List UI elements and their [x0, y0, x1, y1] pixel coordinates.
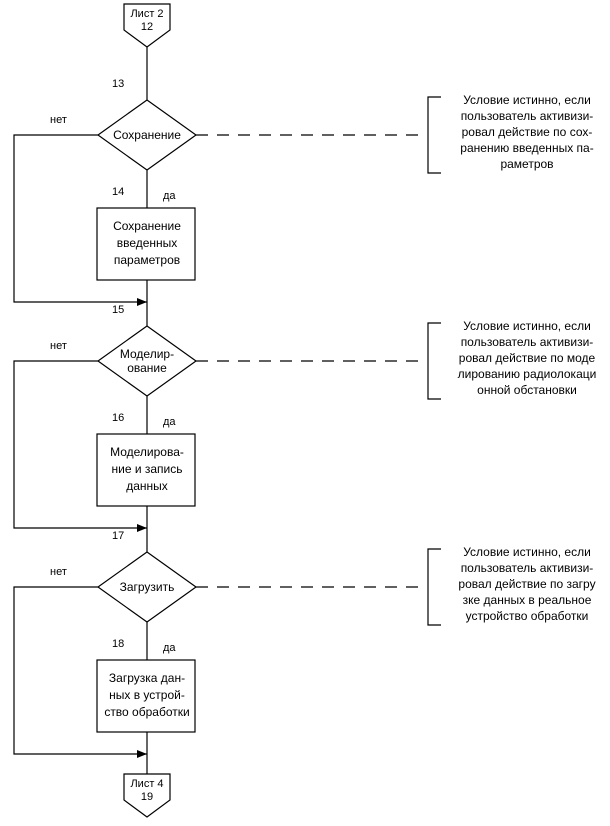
step-number: 14 [112, 186, 124, 198]
branch-yes-label: да [163, 642, 176, 654]
connector-bottom: Лист 4 19 [123, 773, 171, 818]
no-branch-line [13, 586, 147, 758]
step-number: 15 [112, 304, 124, 316]
annotation-bracket [427, 548, 441, 626]
annotation-text: Условие истинно, если [463, 319, 591, 333]
annotation-text: пользователь активизи- [461, 335, 594, 349]
annotation-text: ровал действие по моде [459, 351, 596, 365]
decision-label: Сохранение [113, 128, 181, 142]
no-branch-line [13, 360, 147, 532]
decision-label: Моделир- [120, 347, 174, 361]
annotation-text: зке данных в реальное [463, 593, 592, 607]
process-label: Сохранение [113, 219, 181, 233]
annotation-bracket [427, 322, 441, 400]
step-number: 16 [112, 412, 124, 424]
process-label: Загрузка дан- [109, 671, 185, 685]
annotation-text: пользователь активизи- [461, 109, 594, 123]
connector-bottom-sheet: Лист 4 [130, 778, 163, 790]
connector-top: Лист 2 12 [123, 3, 171, 48]
process-box [96, 207, 196, 281]
process-box [96, 433, 196, 507]
decision-label: ование [127, 361, 167, 375]
process-label: ных в устрой- [109, 688, 185, 702]
annotation-text: устройство обработки [466, 609, 589, 623]
decision-label: Загрузить [120, 580, 175, 594]
branch-no-label: нет [50, 114, 67, 126]
annotation-text: ровал действие по загру [458, 577, 595, 591]
annotation-text: пользователь активизи- [461, 561, 594, 575]
no-branch-line [13, 134, 147, 306]
annotation-text: ровал действие по сох- [462, 125, 593, 139]
annotation-text: Условие истинно, если [463, 93, 591, 107]
process-label: параметров [114, 253, 180, 267]
annotation-text: ранению введенных па- [460, 141, 593, 155]
process-label: Моделирова- [110, 445, 184, 459]
connector-bottom-ref: 19 [141, 791, 153, 803]
connector-top-ref: 12 [141, 21, 153, 33]
process-label: ство обработки [104, 705, 189, 719]
branch-yes-label: да [163, 190, 176, 202]
annotation-text: раметров [500, 157, 553, 171]
annotation-text: лированию радиолокаци [458, 367, 597, 381]
annotation-text: Условие истинно, если [463, 545, 591, 559]
annotation-text: онной обстановки [477, 383, 577, 397]
step-number: 18 [112, 638, 124, 650]
annotation-bracket [427, 96, 441, 174]
step-number: 13 [112, 78, 124, 90]
process-label: введенных [117, 236, 178, 250]
process-label: данных [126, 479, 168, 493]
connector-top-sheet: Лист 2 [130, 8, 163, 20]
process-box [96, 659, 196, 733]
branch-no-label: нет [50, 340, 67, 352]
branch-no-label: нет [50, 566, 67, 578]
process-label: ние и запись [111, 462, 182, 476]
step-number: 17 [112, 530, 124, 542]
branch-yes-label: да [163, 416, 176, 428]
